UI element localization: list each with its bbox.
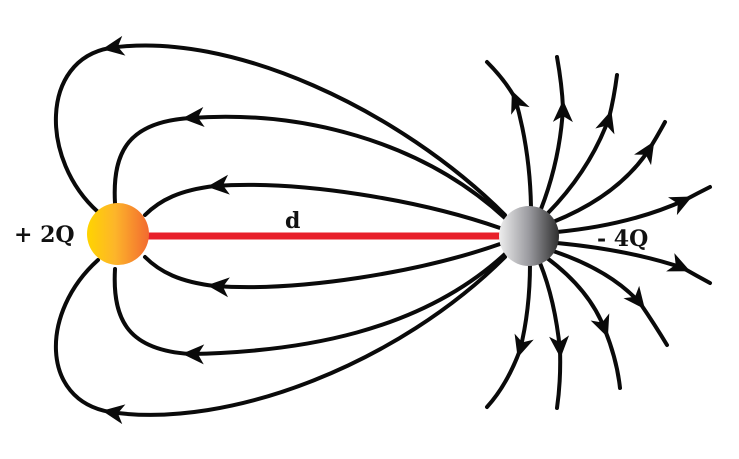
field-line-top-inner <box>143 174 502 230</box>
field-line-radial <box>538 261 570 410</box>
field-line-radial <box>551 249 669 347</box>
negative-charge-sphere <box>499 206 559 266</box>
negative-charge-label: - 4Q <box>597 226 648 252</box>
field-line-bottom-middle <box>112 252 507 365</box>
field-line-top-middle <box>112 107 507 220</box>
field-line-radial <box>539 55 573 211</box>
field-line-radial <box>555 241 712 285</box>
field-line-top-outer <box>54 35 507 217</box>
field-line-radial <box>555 185 712 234</box>
field-line-radial <box>551 120 667 224</box>
field-line-radial <box>546 73 619 215</box>
field-line-radial <box>485 60 533 209</box>
field-line-radial <box>485 262 534 409</box>
field-line-radial <box>545 256 622 390</box>
field-lines-radiating <box>485 55 712 410</box>
positive-charge-sphere <box>87 203 149 265</box>
field-line-bottom-inner <box>143 242 502 298</box>
field-lines-between-charges <box>54 35 507 425</box>
distance-label: d <box>285 208 300 234</box>
positive-charge-label: + 2Q <box>14 222 75 248</box>
field-line-bottom-outer <box>54 255 507 425</box>
